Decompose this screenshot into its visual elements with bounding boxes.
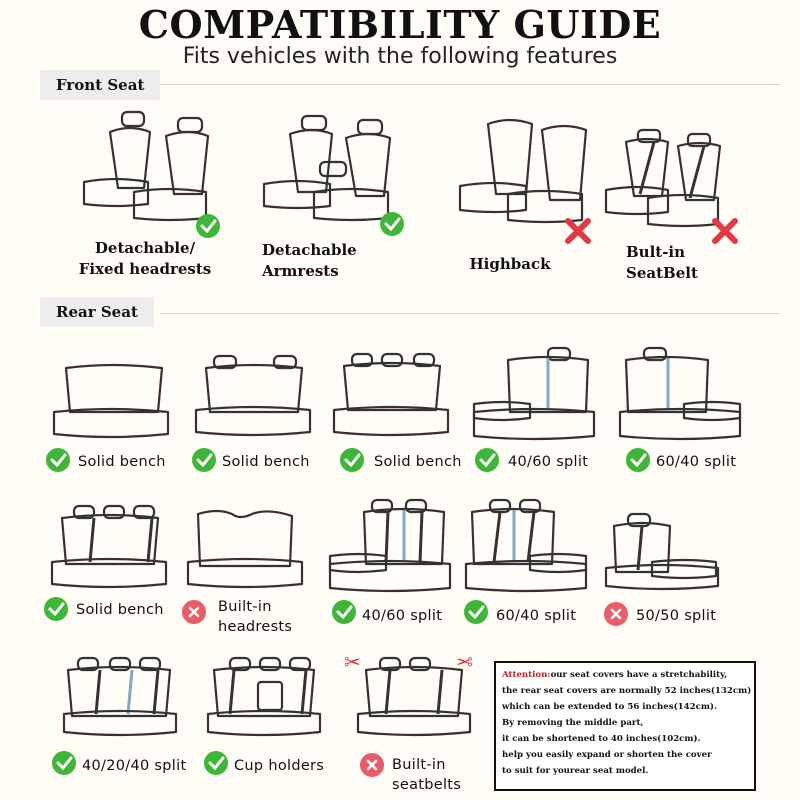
attention-text: which can be extended to 56 inches(142cm…	[502, 702, 717, 712]
rear-seat-40-60-split-belts-illustration	[328, 498, 452, 598]
check-icon	[192, 448, 216, 472]
check-icon	[52, 751, 76, 775]
rear-seat-60-40-split-illustration	[618, 346, 742, 446]
attention-text: to suit for yourear seat model.	[502, 766, 649, 776]
check-icon	[332, 600, 356, 624]
front-label-highback: Highback	[469, 255, 551, 273]
check-icon	[46, 448, 70, 472]
rear-seat-solid-bench-illustration	[52, 363, 172, 448]
page-subtitle: Fits vehicles with the following feature…	[182, 44, 618, 69]
rear-seat-built-in-seatbelts-illustration	[356, 656, 472, 742]
x-icon	[182, 600, 206, 624]
rear-seat-40-60-split-illustration	[472, 346, 596, 446]
x-icon	[710, 216, 740, 250]
section-divider	[160, 84, 780, 85]
section-divider	[160, 313, 780, 314]
page-title: COMPATIBILITY GUIDE	[138, 2, 662, 47]
x-icon	[604, 602, 628, 626]
attention-text: our seat covers have a stretchability,	[550, 670, 728, 680]
front-seat-highback-illustration	[458, 118, 598, 242]
attention-note: Attention:our seat covers have a stretch…	[494, 661, 756, 791]
check-icon	[626, 448, 650, 472]
attention-text: help you easily expand or shorten the co…	[502, 750, 712, 760]
rear-label: 40/20/40 split	[82, 758, 187, 774]
rear-label: Solid bench	[374, 454, 462, 470]
rear-seat-solid-bench-3-headrests-illustration	[332, 352, 452, 444]
rear-label: Solid bench	[76, 602, 164, 618]
check-icon	[464, 600, 488, 624]
rear-seat-40-20-40-split-illustration	[62, 656, 178, 742]
rear-seat-section-label: Rear Seat	[40, 297, 154, 327]
check-icon	[380, 212, 404, 236]
rear-label: 60/40 split	[496, 608, 577, 624]
attention-text: By removing the middle part,	[502, 718, 644, 728]
front-seat-seatbelt-illustration	[604, 128, 734, 242]
rear-label: Cup holders	[234, 758, 325, 774]
check-icon	[44, 597, 68, 621]
check-icon	[204, 751, 228, 775]
x-icon	[360, 753, 384, 777]
check-icon	[475, 448, 499, 472]
rear-label: 40/60 split	[508, 454, 589, 470]
attention-text: it can be shortened to 40 inches(102cm).	[502, 734, 701, 744]
rear-seat-solid-bench-headrests-illustration	[194, 354, 314, 444]
scissors-icon: ✂	[456, 650, 473, 674]
rear-label: 60/40 split	[656, 454, 737, 470]
rear-label: 40/60 split	[362, 608, 443, 624]
attention-lead: Attention:	[502, 670, 551, 680]
rear-seat-built-in-headrests-illustration	[186, 506, 306, 596]
check-icon	[340, 448, 364, 472]
rear-seat-cup-holders-illustration	[206, 656, 322, 742]
front-label-headrests: Detachable/Fixed headrests	[78, 239, 212, 278]
front-seat-armrests-illustration	[262, 114, 402, 238]
front-seat-section-label: Front Seat	[40, 70, 161, 100]
attention-text: the rear seat covers are normally 52 inc…	[502, 686, 752, 696]
rear-seat-60-40-split-belts-illustration	[464, 498, 588, 598]
x-icon	[563, 216, 593, 250]
scissors-icon: ✂	[344, 650, 361, 674]
rear-seat-solid-bench-belts-illustration	[50, 504, 170, 596]
rear-label: 50/50 split	[636, 608, 717, 624]
rear-label: Solid bench	[78, 454, 166, 470]
check-icon	[196, 214, 220, 238]
rear-label: Solid bench	[222, 454, 310, 470]
rear-seat-50-50-split-illustration	[604, 512, 720, 596]
